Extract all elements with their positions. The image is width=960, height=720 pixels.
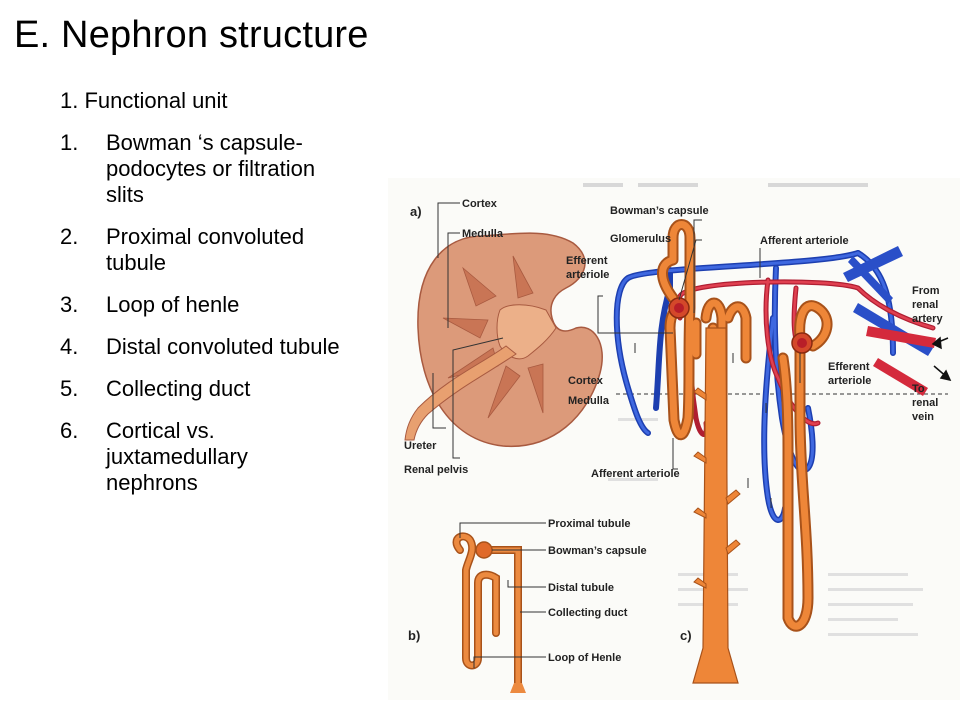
ureter-shape: [404, 345, 517, 441]
direction-arrows: [931, 336, 952, 382]
to-renal-vein-label-3: vein: [912, 411, 934, 423]
cortex-label: Cortex: [462, 198, 498, 210]
afferent-arteriole-label-top: Afferent arteriole: [760, 235, 849, 247]
list-item: 1. Bowman ‘s capsule- podocytes or filtra…: [60, 130, 340, 208]
collecting-duct-label: Collecting duct: [548, 607, 628, 619]
slide-title: E. Nephron structure: [14, 14, 369, 56]
list-number: 5.: [60, 376, 79, 401]
panel-b-nephron: b) Proximal tubule Bowman’s capsule Dist…: [408, 518, 647, 693]
medulla-label-c: Medulla: [568, 395, 610, 407]
list-text: Proximal convoluted tubule: [106, 224, 305, 275]
list-text: Loop of henle: [106, 292, 240, 317]
list-number: 2.: [60, 224, 79, 249]
distal-tubule-label: Distal tubule: [548, 582, 614, 594]
efferent-arteriole-label-1: Efferent: [566, 255, 608, 267]
panel-b-letter: b): [408, 628, 420, 643]
list-number: 6.: [60, 418, 79, 443]
to-renal-vein-label-2: renal: [912, 397, 938, 409]
list-text: Collecting duct: [106, 376, 251, 401]
renal-pelvis-shape: [496, 304, 557, 360]
list-number: 1.: [60, 130, 79, 155]
from-renal-artery-label-2: renal: [912, 299, 938, 311]
panel-c-nephron: c): [566, 205, 952, 684]
list-item: 5. Collecting duct: [60, 376, 340, 402]
duct-branches: [693, 387, 741, 589]
list-number: 4.: [60, 334, 79, 359]
bowmans-capsule-label-c: Bowman’s capsule: [610, 205, 709, 217]
to-renal-vein-label-1: To: [912, 383, 925, 395]
leader-lines-c: [597, 219, 801, 470]
panel-c-letter: c): [680, 628, 692, 643]
afferent-arteriole-label-bottom: Afferent arteriole: [591, 468, 680, 480]
loop-of-henle-label: Loop of Henle: [548, 652, 621, 664]
medulla-label: Medulla: [462, 228, 504, 240]
bowmans-capsule-small: [475, 541, 493, 559]
structure-list: 1. Bowman ‘s capsule- podocytes or filtra…: [60, 130, 340, 512]
list-number: 3.: [60, 292, 79, 317]
list-item: 4. Distal convoluted tubule: [60, 334, 340, 360]
list-text: Distal convoluted tubule: [106, 334, 340, 359]
list-item: 6. Cortical vs. juxtamedullary nephrons: [60, 418, 340, 496]
proximal-tubule-label: Proximal tubule: [548, 518, 631, 530]
medullary-pyramids: [442, 255, 544, 419]
nephron-figure: a) Cortex Medulla Ureter Renal pelvis b): [388, 178, 960, 700]
ureter-label: Ureter: [404, 440, 437, 452]
from-renal-artery-label-3: artery: [912, 313, 943, 325]
efferent-arteriole-label-2: arteriole: [566, 269, 609, 281]
collecting-duct-trunk: [692, 327, 739, 684]
list-text: Bowman ‘s capsule- podocytes or filtrati…: [106, 130, 316, 207]
renal-pelvis-label: Renal pelvis: [404, 464, 468, 476]
efferent-arteriole-right-label-2: arteriole: [828, 375, 871, 387]
panel-a-kidney: a) Cortex Medulla Ureter Renal pelvis: [404, 198, 603, 476]
subheading: 1. Functional unit: [60, 88, 228, 113]
cortex-label-c: Cortex: [568, 375, 604, 387]
efferent-arteriole-right-label-1: Efferent: [828, 361, 870, 373]
list-item: 3. Loop of henle: [60, 292, 340, 318]
bowmans-capsule-label-b: Bowman’s capsule: [548, 545, 647, 557]
glomerulus-label: Glomerulus: [610, 233, 671, 245]
from-renal-artery-label-1: From: [912, 285, 940, 297]
list-text: Cortical vs. juxtamedullary nephrons: [106, 418, 248, 495]
flow-arrows: [634, 343, 772, 508]
list-item: 2. Proximal convoluted tubule: [60, 224, 340, 276]
panel-a-letter: a): [410, 204, 422, 219]
